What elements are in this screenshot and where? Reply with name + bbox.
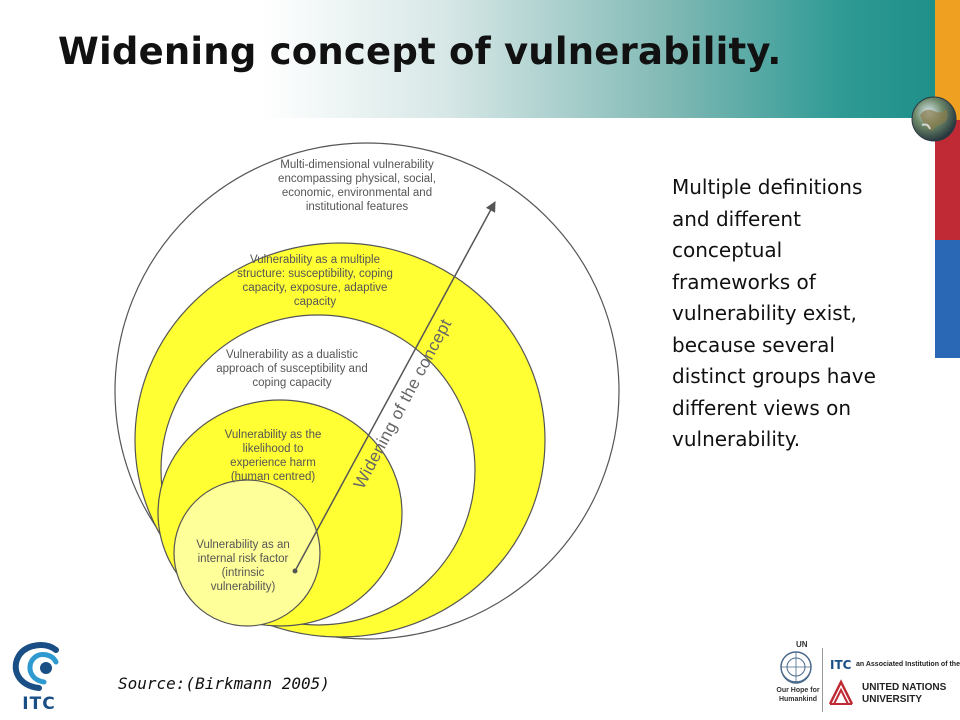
- itc-logo-text: ITC: [22, 694, 56, 714]
- description-text: Multiple definitions and different conce…: [672, 175, 876, 451]
- label-line: Vulnerability as the: [225, 429, 322, 441]
- label-line: Multi-dimensional vulnerability: [280, 159, 434, 171]
- unu-label: UNITED NATIONS UNIVERSITY: [862, 682, 947, 705]
- logo-separator: [822, 648, 823, 712]
- label-multiple-structure: Vulnerability as a multiple structure: s…: [237, 254, 393, 308]
- vulnerability-diagram: Widening of the concept Multi-dimensiona…: [114, 142, 620, 640]
- label-line: internal risk factor: [198, 553, 289, 565]
- label-line: vulnerability): [211, 581, 276, 593]
- label-internal-risk: Vulnerability as an internal risk factor…: [196, 539, 290, 593]
- page-title: Widening concept of vulnerability.: [58, 30, 782, 73]
- globe-icon: [911, 96, 957, 142]
- un-label: UN: [796, 640, 808, 649]
- label-line: economic, environmental and: [282, 187, 432, 199]
- label-line: Vulnerability as a multiple: [250, 254, 380, 266]
- un-tagline: Our Hope for Humankind: [776, 687, 820, 703]
- label-multi-dimensional: Multi-dimensional vulnerability encompas…: [278, 159, 436, 213]
- label-line: (intrinsic: [222, 567, 265, 579]
- label-line: (human centred): [231, 471, 316, 483]
- label-line: Vulnerability as a dualistic: [226, 349, 358, 361]
- label-line: approach of susceptibility and: [216, 363, 368, 375]
- itc-small-label: ITC: [830, 658, 852, 672]
- label-line: coping capacity: [252, 377, 332, 389]
- source-citation: Source:(Birkmann 2005): [118, 674, 330, 693]
- itc-swirl-icon: [12, 642, 59, 691]
- itc-logo: ITC: [4, 636, 74, 716]
- arrow-origin-dot: [292, 568, 298, 574]
- unu-emblem-icon: [828, 679, 854, 705]
- ring-internal-risk: [173, 479, 321, 627]
- label-dualistic: Vulnerability as a dualistic approach of…: [216, 349, 368, 389]
- label-line: likelihood to: [243, 443, 304, 455]
- label-line: experience harm: [230, 457, 316, 469]
- label-line: structure: susceptibility, coping: [237, 268, 393, 280]
- associated-label: an Associated Institution of the: [856, 661, 960, 668]
- label-line: institutional features: [306, 201, 409, 213]
- label-line: Vulnerability as an: [196, 539, 290, 551]
- label-likelihood: Vulnerability as the likelihood to exper…: [225, 429, 322, 483]
- label-line: capacity: [294, 296, 336, 308]
- widening-arrow: [294, 201, 496, 572]
- label-line: encompassing physical, social,: [278, 173, 436, 185]
- header-band: [0, 0, 935, 118]
- un-emblem-icon: [780, 651, 812, 684]
- side-bar-blue: [935, 240, 960, 358]
- label-line: capacity, exposure, adaptive: [243, 282, 388, 294]
- footer-logos: UN Our Hope for Humankind ITC an Associa…: [776, 640, 960, 720]
